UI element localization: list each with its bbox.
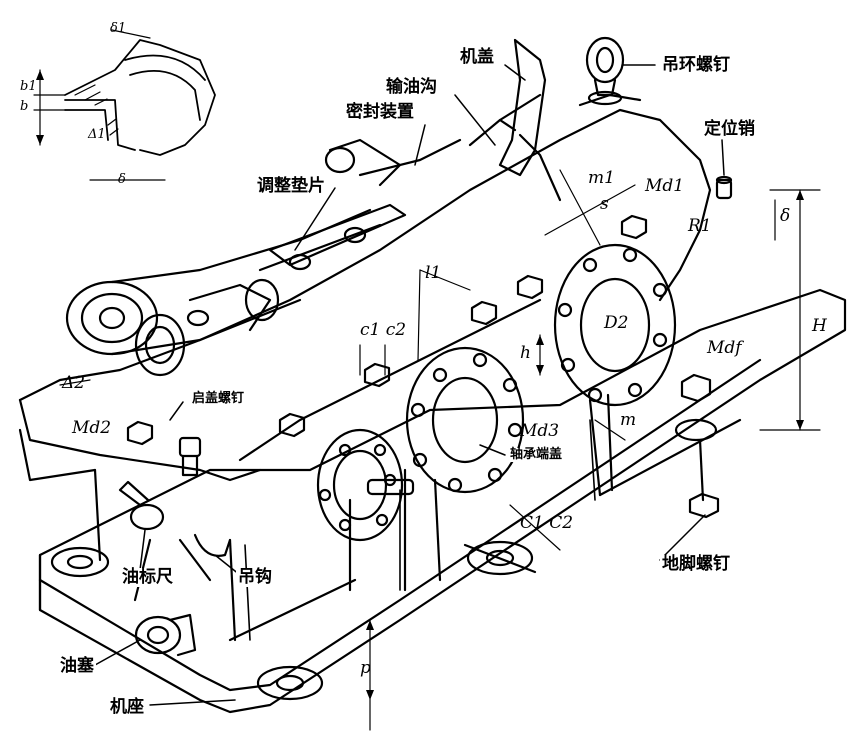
label-oil-groove: 输油沟 bbox=[384, 77, 439, 97]
symbol-H: H bbox=[812, 316, 827, 336]
bearing-cap-left bbox=[316, 428, 415, 542]
symbol-b1: b1 bbox=[20, 79, 37, 94]
oil-groove-plate bbox=[468, 38, 547, 177]
symbol-c1c2: c1 c2 bbox=[360, 320, 407, 340]
symbol-C1C2: C1 C2 bbox=[520, 513, 574, 533]
symbol-m: m bbox=[620, 410, 637, 430]
label-dipstick: 油标尺 bbox=[120, 567, 175, 587]
symbol-delta: δ bbox=[118, 172, 126, 187]
symbol-Delta2: Δ2 bbox=[62, 373, 86, 393]
label-cover: 机盖 bbox=[458, 47, 496, 67]
dipstick bbox=[118, 480, 165, 531]
symbol-delta-right: δ bbox=[780, 206, 791, 226]
symbol-Md3: Md3 bbox=[520, 421, 560, 441]
flange-bolts bbox=[126, 214, 720, 519]
symbol-delta1: δ1 bbox=[110, 21, 127, 36]
label-jacking-screw: 启盖螺钉 bbox=[190, 391, 247, 407]
lifting-hook bbox=[193, 533, 232, 557]
label-lifting-eye-bolt: 吊环螺钉 bbox=[660, 55, 732, 75]
base-bolt-bosses bbox=[50, 540, 537, 701]
label-base: 机座 bbox=[108, 697, 146, 717]
leader-lines bbox=[94, 64, 725, 706]
symbol-p: p bbox=[360, 658, 371, 678]
label-locating-pin: 定位销 bbox=[702, 119, 757, 139]
label-drain-plug: 油塞 bbox=[58, 656, 96, 676]
locating-pin bbox=[715, 175, 733, 200]
symbol-l1: l1 bbox=[425, 263, 442, 283]
symbol-D2: D2 bbox=[604, 313, 629, 333]
label-seal-device: 密封装置 bbox=[344, 102, 416, 122]
housing-ribs bbox=[244, 419, 596, 641]
upper-cover bbox=[18, 93, 712, 482]
label-foundation-bolt: 地脚螺钉 bbox=[660, 554, 732, 574]
dimension-arrows bbox=[36, 70, 804, 700]
bearing-cap-right bbox=[553, 243, 677, 407]
symbol-m1: m1 bbox=[588, 168, 615, 188]
drain-plug bbox=[134, 613, 197, 657]
symbol-Md1: Md1 bbox=[645, 176, 685, 196]
shim-strip bbox=[186, 203, 407, 327]
symbol-Md2: Md2 bbox=[72, 418, 112, 438]
bearing-cap-middle bbox=[405, 346, 525, 494]
eye-bolt bbox=[585, 36, 625, 106]
base-flange bbox=[38, 288, 847, 714]
inset-detail bbox=[33, 29, 216, 181]
label-bearing-end-cap: 轴承端盖 bbox=[508, 447, 565, 463]
symbol-Mdf: Mdf bbox=[707, 338, 742, 358]
symbol-Delta1: Δ1 bbox=[88, 127, 106, 142]
symbol-R1: R1 bbox=[688, 216, 712, 236]
jacking-screw bbox=[178, 436, 202, 477]
dimension-lines bbox=[59, 169, 821, 731]
lower-housing bbox=[18, 393, 742, 642]
symbol-h: h bbox=[520, 343, 531, 363]
symbol-s: s bbox=[600, 194, 609, 214]
symbol-b: b bbox=[20, 99, 29, 114]
label-hook: 吊钩 bbox=[236, 567, 274, 587]
label-adjusting-shims: 调整垫片 bbox=[255, 176, 327, 196]
